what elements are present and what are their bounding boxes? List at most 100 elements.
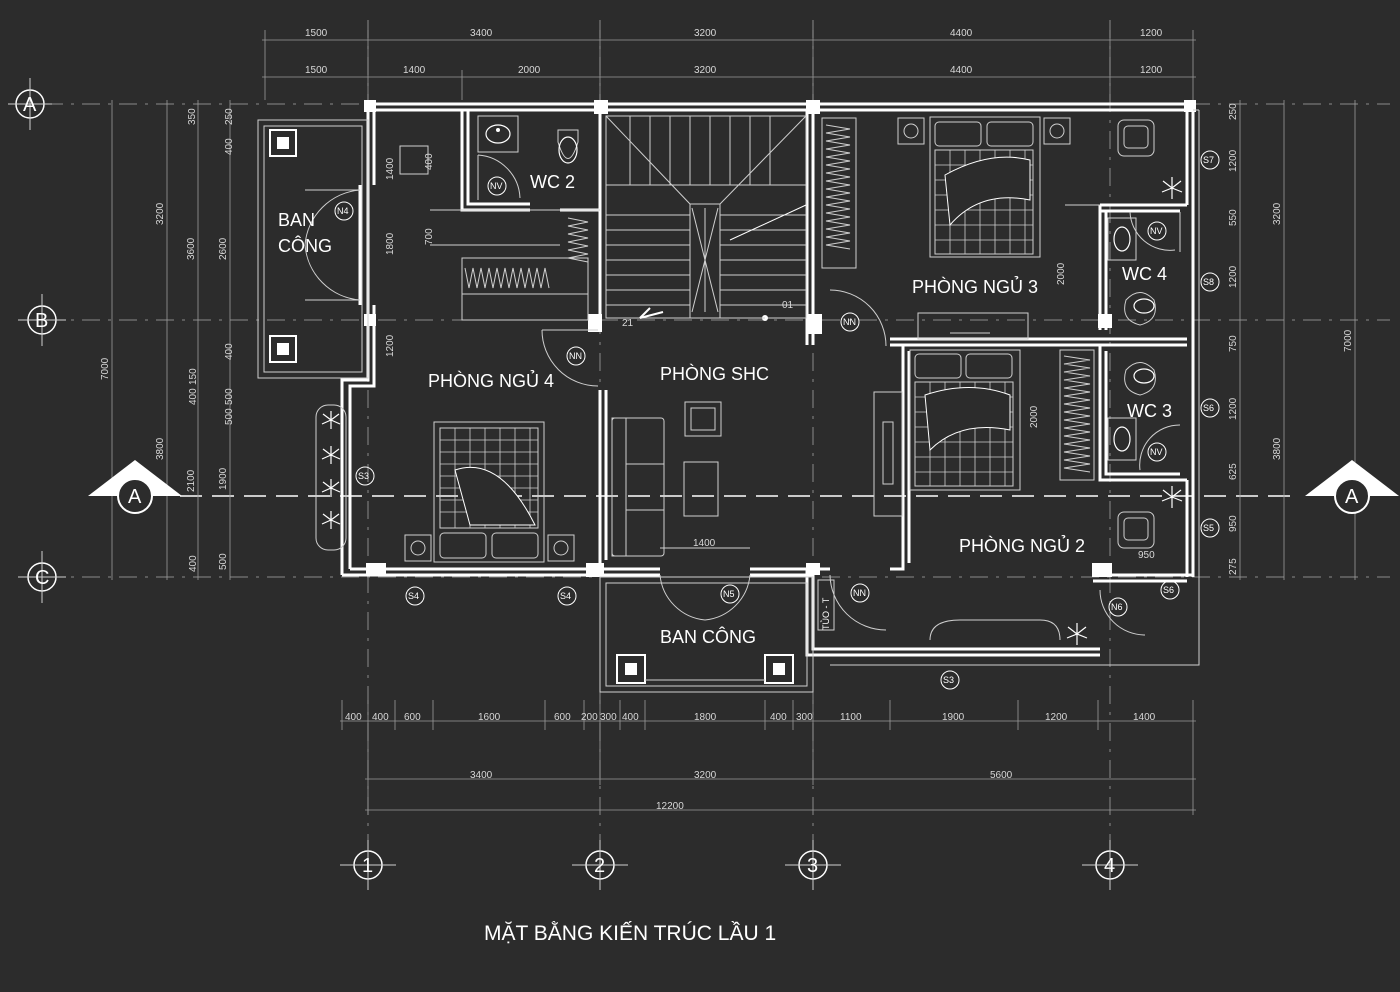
left-dimensions: 7000 3200 3800 3600 2100 2600 1900 500 3… <box>100 100 435 580</box>
bedroom-4-furniture <box>399 145 600 563</box>
dim-left-in2-3: 500 <box>218 553 229 570</box>
dim-bot-14: 1200 <box>1045 712 1068 723</box>
stair-start-label: 01 <box>782 300 794 311</box>
left-balcony <box>257 119 369 379</box>
dim-bedroom-3: 2000 <box>1056 262 1067 285</box>
dim-right-in-4: 1200 <box>1228 265 1239 288</box>
tag-nv-wc4: NV <box>1147 221 1167 241</box>
axis-bubbles: A B C 1 2 3 4 <box>8 78 1138 890</box>
decorative-plants <box>1066 177 1183 645</box>
dim-left-in3-3: 400 <box>224 138 235 155</box>
svg-text:A: A <box>128 486 142 508</box>
svg-text:3: 3 <box>807 855 818 877</box>
dim-bot-13: 1900 <box>942 712 965 723</box>
dim-right-in-8: 950 <box>1228 515 1239 532</box>
svg-text:S4: S4 <box>408 591 419 601</box>
tag-s5: S5 <box>1200 518 1220 538</box>
label-phong-shc: PHÒNG SHC <box>660 363 769 384</box>
dim-balcony-door: 1400 <box>693 538 716 549</box>
dim-left-in3-6: 1200 <box>385 334 396 357</box>
living-room-furniture <box>611 391 903 557</box>
dim-right-in-7: 625 <box>1228 463 1239 480</box>
dim-left-in3-8: 150 <box>188 368 199 385</box>
axis-row-a: A <box>8 78 52 130</box>
dim-top-2-6: 1200 <box>1140 65 1163 76</box>
dim-top-2-2: 1400 <box>403 65 426 76</box>
dim-bedroom-2: 2000 <box>1029 405 1040 428</box>
section-marker-right: A <box>1305 460 1399 514</box>
dim-right-in-5: 750 <box>1228 335 1239 352</box>
axis-col-1: 1 <box>340 840 396 890</box>
svg-text:1: 1 <box>362 855 373 877</box>
dim-left-in2-2: 1900 <box>218 467 229 490</box>
axis-col-2: 2 <box>572 840 628 890</box>
dim-bot-3: 600 <box>404 712 421 723</box>
dim-left-in1-2: 2100 <box>186 469 197 492</box>
svg-text:2: 2 <box>594 855 605 877</box>
staircase: 21 01 <box>605 115 807 329</box>
svg-text:C: C <box>35 567 49 589</box>
dim-top-2-5: 4400 <box>950 65 973 76</box>
svg-text:S6: S6 <box>1163 585 1174 595</box>
axis-col-4: 4 <box>1082 840 1138 890</box>
bottom-balcony: 1400 <box>599 538 814 693</box>
dim-right-outer: 7000 <box>1343 329 1354 352</box>
wc4-fixtures <box>1107 211 1181 326</box>
dim-bedroom-2-wc: 950 <box>1138 550 1155 561</box>
dim-top-1-5: 1200 <box>1140 28 1163 39</box>
label-phong-ngu-3: PHÒNG NGỦ 3 <box>912 276 1038 297</box>
dim-bot-5: 600 <box>554 712 571 723</box>
dim-top-1-2: 3400 <box>470 28 493 39</box>
dim-bot-11: 300 <box>796 712 813 723</box>
dim-left-in3-13: 500 <box>224 408 235 425</box>
svg-text:S8: S8 <box>1203 277 1214 287</box>
door-swings <box>541 289 1146 636</box>
dim-left-mid-2: 3800 <box>155 437 166 460</box>
dim-left-in3-12: 1400 <box>385 157 396 180</box>
dim-bot-15: 1400 <box>1133 712 1156 723</box>
svg-text:B: B <box>35 310 48 332</box>
tag-n4: N4 <box>334 201 354 221</box>
tag-s3-bottom: S3 <box>940 670 960 690</box>
tag-n6: N6 <box>1108 597 1128 617</box>
axis-row-c: C <box>18 551 66 603</box>
label-wc2: WC 2 <box>530 172 575 192</box>
tag-nn-bedroom3: NN <box>840 312 860 332</box>
dim-bot-12: 1100 <box>840 712 862 723</box>
tag-nv-wc3: NV <box>1147 442 1167 462</box>
tag-nv-wc2: NV <box>487 176 507 196</box>
dim-left-in1-1: 3600 <box>186 237 197 260</box>
dim-top-2-3: 2000 <box>518 65 541 76</box>
dim-right-in-9: 275 <box>1228 558 1239 575</box>
label-wc3: WC 3 <box>1127 401 1172 421</box>
svg-text:N6: N6 <box>1111 602 1123 612</box>
dim-right-in-6: 1200 <box>1228 397 1239 420</box>
dim-left-in3-4: 1800 <box>385 232 396 255</box>
dim-bot-row2-3: 5600 <box>990 770 1013 781</box>
svg-text:A: A <box>1345 486 1359 508</box>
axis-col-3: 3 <box>785 840 841 890</box>
dim-bot-10: 400 <box>770 712 787 723</box>
svg-text:S7: S7 <box>1203 155 1214 165</box>
columns <box>364 100 1196 577</box>
svg-text:S6: S6 <box>1203 403 1214 413</box>
tag-s3-left: S3 <box>355 466 375 486</box>
dim-bot-8: 400 <box>622 712 639 723</box>
tag-s6-right: S6 <box>1200 398 1220 418</box>
dim-bot-4: 1600 <box>478 712 501 723</box>
svg-text:NV: NV <box>490 181 503 191</box>
dim-right-in-2: 1200 <box>1228 149 1239 172</box>
dim-top-1-3: 3200 <box>694 28 717 39</box>
svg-text:NV: NV <box>1150 447 1163 457</box>
dim-right-in-3: 550 <box>1228 209 1239 226</box>
svg-text:A: A <box>23 94 37 116</box>
dim-left-mid-1: 3200 <box>155 202 166 225</box>
dim-bot-row2-1: 3400 <box>470 770 493 781</box>
label-tu: TỦO - T <box>820 597 831 630</box>
dim-bot-row2-2: 3200 <box>694 770 717 781</box>
dim-right-mid-1: 3200 <box>1272 202 1283 225</box>
dim-bot-6: 200 <box>581 712 598 723</box>
site-outline <box>830 109 1200 666</box>
dim-bot-1: 400 <box>345 712 362 723</box>
